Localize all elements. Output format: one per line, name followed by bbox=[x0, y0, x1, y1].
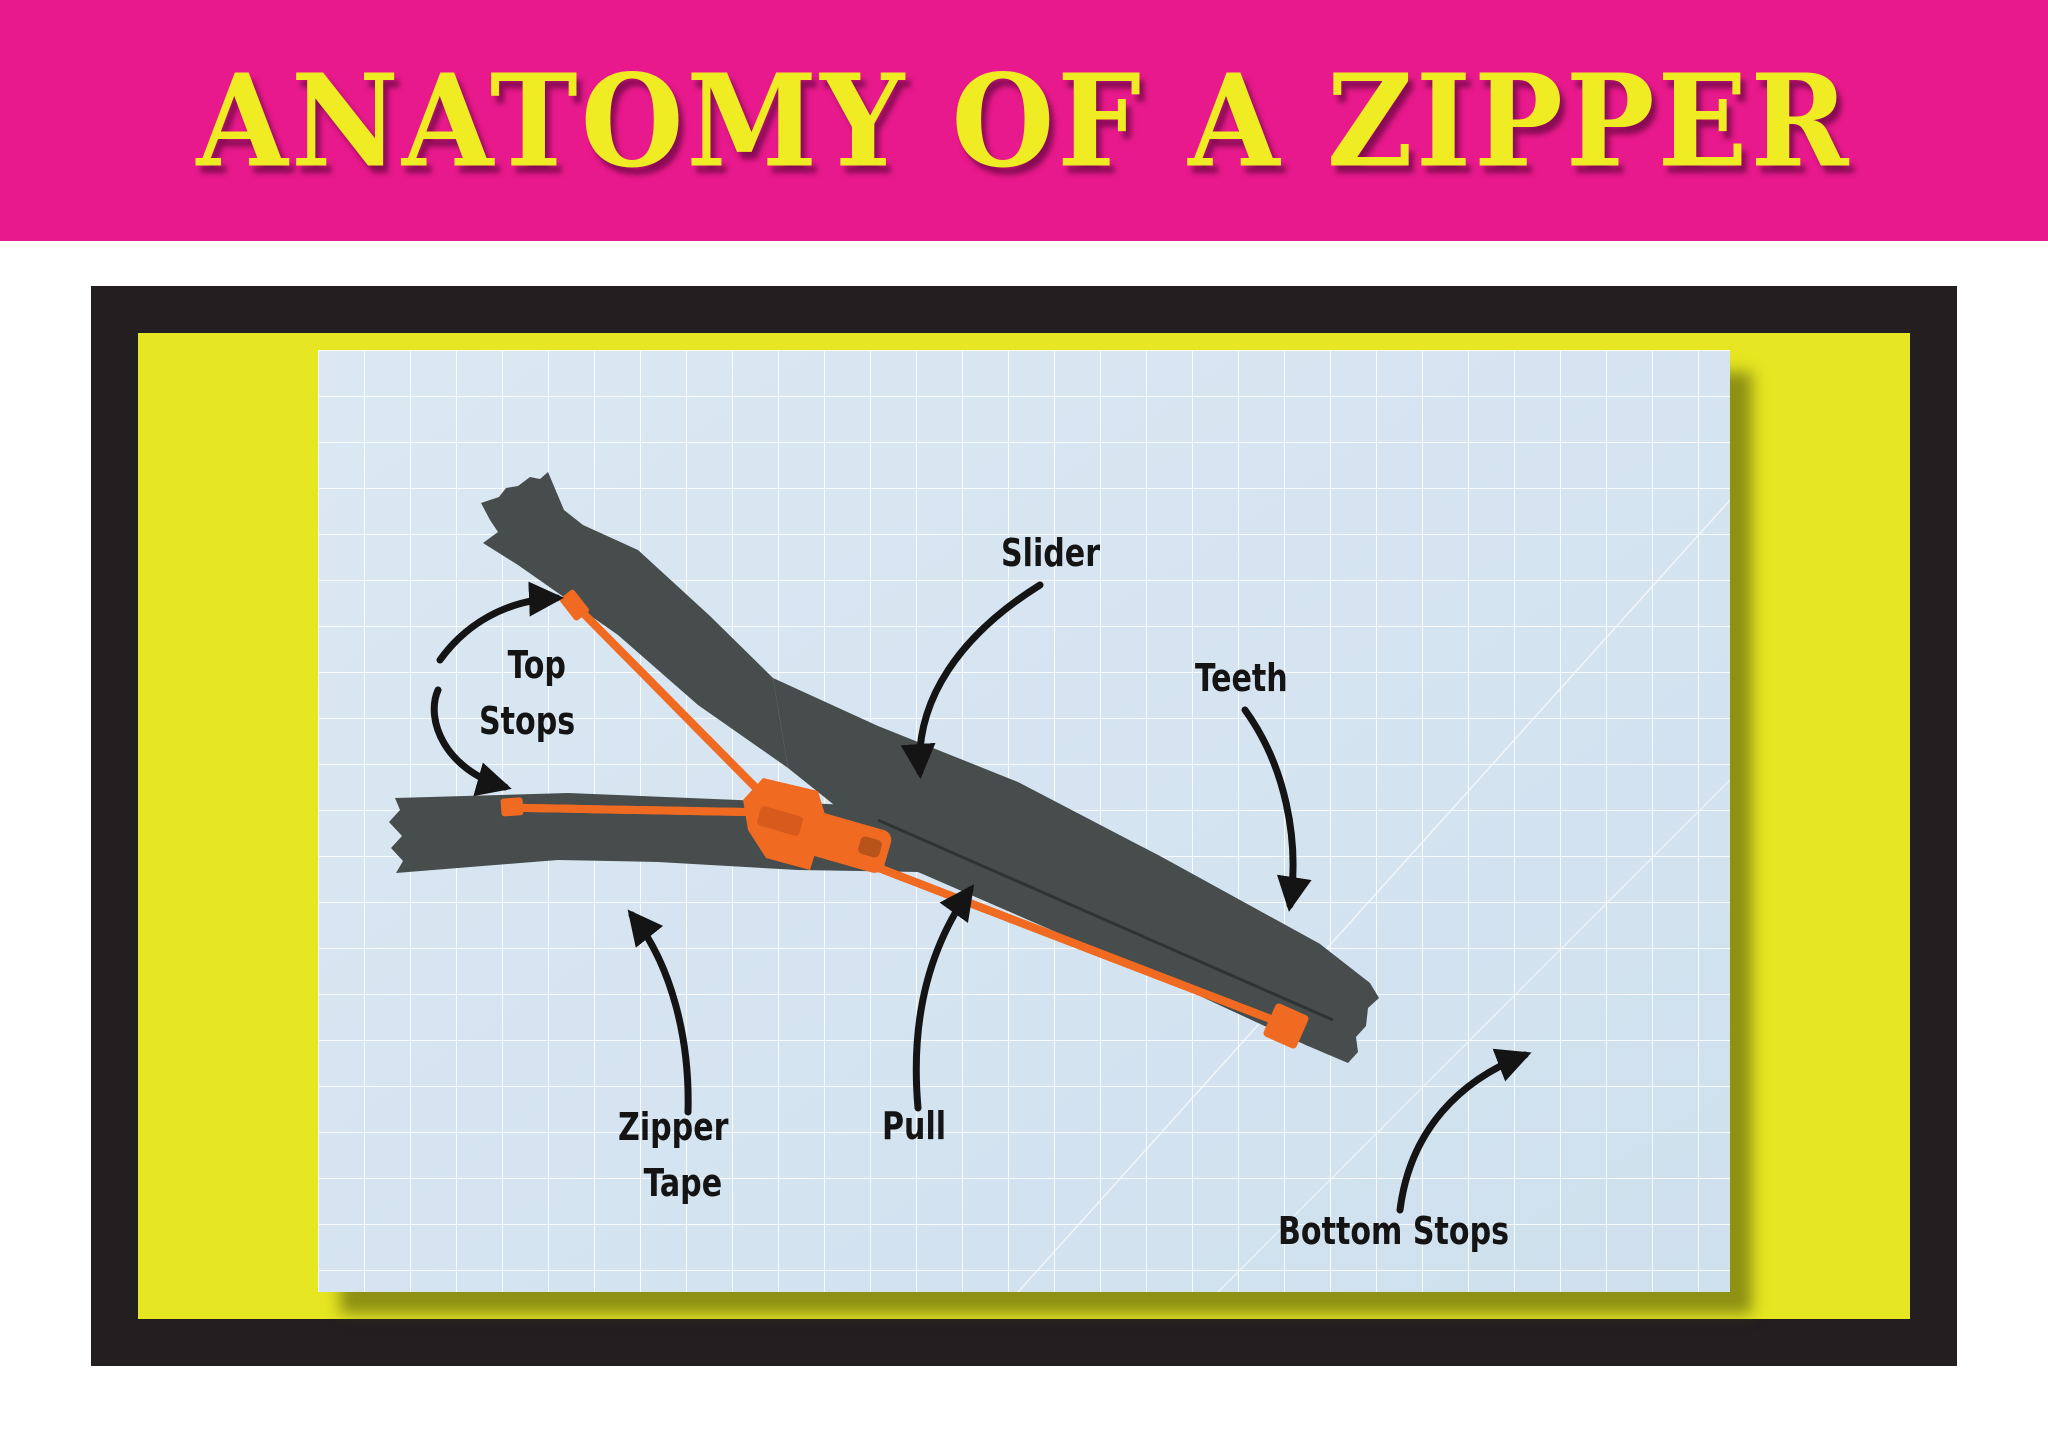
label-pull: Pull bbox=[882, 1104, 947, 1148]
zipper-tape-upper-branch bbox=[481, 472, 788, 768]
page-title: ANATOMY OF A ZIPPER bbox=[196, 45, 1852, 196]
label-slider: Slider bbox=[1001, 531, 1101, 575]
zipper-teeth-upper-row bbox=[576, 606, 770, 802]
mat-diagonal-line bbox=[1017, 499, 1730, 1292]
tape-seam bbox=[877, 818, 1334, 1022]
zipper-slider-bridge bbox=[757, 806, 803, 836]
label-top-stops-line2: Stops bbox=[479, 699, 576, 743]
title-banner bbox=[0, 0, 2048, 241]
zipper-pull-hole bbox=[858, 836, 882, 858]
label-top-stops-line1: Top bbox=[507, 643, 566, 687]
label-zipper-tape: Zipper Tape bbox=[618, 1099, 728, 1211]
top-stop-upper bbox=[559, 589, 589, 621]
top-stop-lower bbox=[500, 797, 524, 817]
zipper-photo bbox=[318, 350, 1730, 1292]
label-bottom-stops: Bottom Stops bbox=[1278, 1209, 1510, 1253]
label-teeth: Teeth bbox=[1195, 656, 1288, 700]
label-top-stops: Top Stops bbox=[479, 637, 575, 749]
mat-diagonal-line bbox=[1217, 779, 1730, 1292]
label-zipper-tape-line2: Tape bbox=[643, 1161, 723, 1205]
zipper-slider bbox=[743, 778, 892, 873]
bottom-stop bbox=[1263, 1003, 1309, 1049]
label-zipper-tape-line1: Zipper bbox=[618, 1105, 729, 1149]
